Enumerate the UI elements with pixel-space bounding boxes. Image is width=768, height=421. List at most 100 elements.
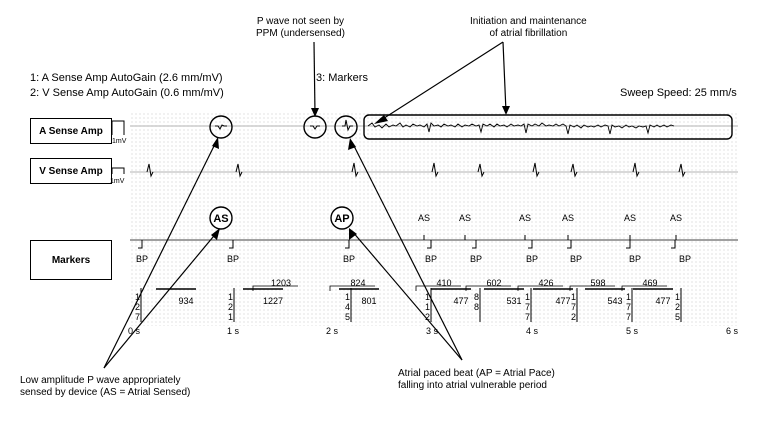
vertical-number: 1 [135,292,140,302]
vertical-number: 1 [675,292,680,302]
bp-marker-label: BP [227,254,239,264]
v-complex [532,162,540,178]
arrowhead [502,106,510,115]
time-axis-label: 6 s [726,326,739,336]
time-axis-label: 0 s [128,326,141,336]
upper-interval-value: 602 [486,278,501,288]
lower-interval-value: 543 [607,296,622,306]
bp-marker-tick [427,240,432,249]
arrow-low-amp-1 [103,139,218,369]
vertical-number: 1 [425,302,430,312]
as-marker-label: AS [562,213,574,223]
arrowhead [349,228,357,240]
scale-v-label: 1mV [110,178,125,185]
vertical-number: 2 [675,302,680,312]
circle-undersensed-p-wave [303,115,327,139]
scale-a-label: 1mV [112,138,127,145]
lower-interval-value: 477 [655,296,670,306]
bp-marker-label: BP [526,254,538,264]
upper-interval-value: 598 [590,278,605,288]
row-label-markers: Markers [30,240,112,280]
v-complex [570,163,578,178]
p-wave-paced [342,119,353,132]
ap-circled-label: AP [334,213,349,225]
bp-marker-tick [671,240,676,249]
vertical-number: 1 [228,292,233,302]
bp-marker-label: BP [343,254,355,264]
vertical-number: 2 [571,312,576,322]
interval-bracket [329,285,375,291]
vertical-number: 2 [425,312,430,322]
v-complex [431,162,439,178]
v-complex [632,162,640,178]
vertical-number: 7 [525,312,530,322]
vertical-number: 1 [571,292,576,302]
as-marker-label: AS [624,213,636,223]
vertical-number: 5 [345,312,350,322]
v-complex [146,163,154,178]
upper-interval-value: 426 [538,278,553,288]
as-marker-label: AS [418,213,430,223]
bp-marker-tick [528,240,533,249]
p-wave-undersensed [310,125,320,130]
arrow-paced-1 [351,141,463,361]
vertical-number: 7 [626,302,631,312]
time-axis-label: 5 s [626,326,639,336]
bp-marker-label: BP [136,254,148,264]
bp-marker-tick [472,240,477,249]
annotation-low-amplitude: Low amplitude P wave appropriately sense… [20,375,191,398]
vertical-number: 1 [425,292,430,302]
annotation-undersensed: P wave not seen by PPM (undersensed) [256,16,345,39]
bp-marker-tick [345,240,350,249]
bp-marker-label: BP [470,254,482,264]
v-complex [235,163,243,178]
bp-marker-label: BP [629,254,641,264]
vertical-number: 7 [571,302,576,312]
lower-interval-value: 531 [506,296,521,306]
circle-sensed-p-wave [209,115,233,139]
time-axis-label: 4 s [526,326,539,336]
circle-as-marker [209,206,233,230]
upper-interval-value: 1203 [271,278,291,288]
bp-marker-tick [229,240,234,249]
v-complex [678,163,686,178]
vertical-number: 1 [626,292,631,302]
vertical-number: 4 [345,302,350,312]
af-tracing [367,122,675,135]
vertical-number: 1 [228,312,233,322]
calibration-pulse-v [111,167,125,174]
vertical-number: 5 [675,312,680,322]
row-label-v-sense: V Sense Amp [30,158,112,184]
arrowhead [348,138,356,150]
arrowhead [311,108,319,117]
v-complex [351,162,359,178]
arrowhead [212,137,219,149]
lower-interval-value: 477 [453,296,468,306]
arrow-af-2 [502,41,507,113]
bp-marker-tick [567,240,572,249]
calibration-pulse-a [111,120,125,135]
arrow-low-amp-2 [103,230,219,369]
v-sense-complexes [146,162,686,178]
channel-2-label: 2: V Sense Amp AutoGain (0.6 mm/mV) [30,87,224,99]
bp-marker-tick [138,240,143,249]
interval-bracket [415,285,461,291]
arrowhead [211,228,220,240]
as-marker-label: AS [519,213,531,223]
bp-marker-label: BP [425,254,437,264]
as-circled-label: AS [213,213,228,225]
vertical-number: 7 [525,302,530,312]
annotation-arrows [103,41,510,369]
time-axis-label: 1 s [227,326,240,336]
as-marker-label: AS [459,213,471,223]
arrow-paced-2 [351,230,463,361]
lower-interval-value: 934 [178,296,193,306]
upper-interval-value: 824 [350,278,365,288]
as-marker-label: AS [670,213,682,223]
vertical-number: 2 [135,302,140,312]
bp-marker-label: BP [570,254,582,264]
bp-marker-label: BP [679,254,691,264]
vertical-number: 8 [474,292,479,302]
p-wave-sensed [215,124,227,130]
